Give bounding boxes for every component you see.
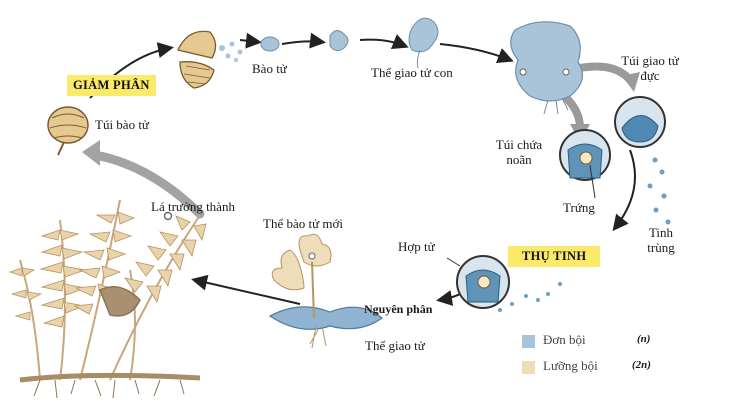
legend-diploid-label: Lưỡng bội — [543, 358, 598, 373]
archegonium-label: Túi chứa noãn — [495, 137, 543, 167]
sporangium-illustration — [47, 106, 89, 156]
sporangium-label: Túi bào tử — [95, 117, 149, 132]
mature-fern-illustration — [8, 199, 207, 399]
opening-sporangium — [177, 30, 243, 89]
new-sporophyte-label: Thể bào tử mới — [263, 216, 343, 231]
zygote-label: Hợp tử — [398, 239, 435, 254]
legend-haploid-symbol: (n) — [637, 333, 651, 345]
young-gametophyte-label: Thể giao tử con — [371, 65, 453, 80]
new-sporophyte-illustration — [268, 233, 383, 349]
legend-diploid-symbol: (2n) — [632, 359, 651, 371]
antheridium-illustration — [614, 96, 666, 148]
mitosis-label: Nguyên phân — [364, 302, 433, 316]
legend-diploid-swatch — [522, 361, 535, 374]
archegonium-illustration — [559, 129, 611, 199]
gametophyte-label: Thể giao tử — [365, 338, 425, 353]
antheridium-label: Túi giao tử đực — [621, 53, 679, 83]
spore-label: Bào tử — [252, 61, 287, 76]
fertilization-tag: THỤ TINH — [508, 246, 601, 267]
zygote-illustration — [446, 255, 510, 309]
meiosis-tag: GIẢM PHÂN — [67, 75, 156, 96]
egg-label: Trứng — [563, 200, 595, 215]
legend-haploid-label: Đơn bội — [543, 332, 586, 347]
gametophyte-illustration — [510, 21, 584, 115]
spore-illustrations — [260, 17, 439, 69]
sperm-label: Tinh trùng — [647, 225, 675, 255]
sperm-illustrations — [498, 157, 671, 312]
legend-haploid-swatch — [522, 335, 535, 348]
mature-frond-label: Lá trưởng thành — [151, 199, 235, 214]
